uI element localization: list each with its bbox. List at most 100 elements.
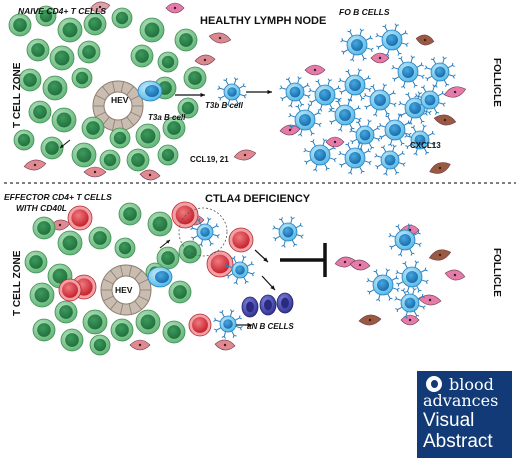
stromal-cell [443, 86, 467, 98]
naive-t-cell [81, 116, 105, 140]
migration-arrow [236, 322, 252, 328]
naive-cd4-label: NAIVE CD4+ T CELLS [18, 6, 106, 16]
fo-b-cell [338, 68, 372, 102]
naive-t-cell [83, 12, 107, 36]
an-b-cell [276, 292, 294, 314]
fo-b-cell [375, 23, 409, 57]
t3a-b-cell-bottom [147, 266, 173, 288]
stromal-cell [325, 136, 345, 148]
effector-t-cell [67, 205, 93, 231]
logo-text-blood: blood [449, 375, 494, 394]
stromal-cell [415, 34, 435, 46]
effector-t-cell [206, 250, 234, 278]
stromal-cell [165, 2, 185, 14]
naive-t-cell [8, 13, 32, 37]
naive-t-cell [54, 300, 78, 324]
naive-t-cell [26, 38, 50, 62]
fo-b-cell [404, 124, 436, 156]
stromal-cell [304, 64, 326, 76]
with-cd40l-label: WITH CD40L [16, 203, 67, 213]
an-b-cell [259, 294, 277, 316]
naive-t-cell [49, 45, 75, 71]
naive-t-cell [135, 309, 161, 335]
naive-t-cell [162, 320, 186, 344]
follicle-label-top: FOLLICLE [491, 58, 502, 107]
hev-label-bottom: HEV [115, 285, 133, 295]
stromal-cell [433, 114, 457, 126]
naive-t-cell [60, 328, 84, 352]
follicle-label-bottom: FOLLICLE [491, 248, 502, 297]
naive-t-cell [174, 28, 198, 52]
an-b-cells-label: aN B CELLS [247, 322, 294, 331]
stromal-cell [214, 339, 236, 351]
stromal-cell [129, 339, 151, 351]
fo-b-cell [363, 83, 397, 117]
fo-b-cell [424, 56, 456, 88]
naive-t-cell [110, 318, 134, 342]
fo-b-cell [328, 98, 362, 132]
naive-t-cell [42, 75, 68, 101]
naive-t-cell [13, 129, 35, 151]
healthy-lymph-node-title: HEALTHY LYMPH NODE [200, 15, 326, 27]
naive-t-cell [71, 142, 97, 168]
naive-t-cell [147, 211, 173, 237]
an-b-cell [241, 296, 259, 318]
naive-t-cell [183, 66, 207, 90]
naive-t-cell [139, 17, 165, 43]
hev-label-top: HEV [111, 95, 129, 105]
t3a-b-cell-label: T3a B cell [148, 113, 186, 122]
naive-t-cell [82, 309, 108, 335]
logo-text-visual: Visual [423, 410, 475, 431]
stromal-cell [444, 269, 466, 281]
t-cell-zone-label-bottom: T CELL ZONE [12, 250, 23, 316]
contact-zone [178, 207, 228, 257]
stromal-cell [334, 256, 356, 268]
cells-layer [8, 5, 456, 356]
fo-b-cell [225, 255, 255, 285]
naive-t-cell [114, 237, 136, 259]
naive-t-cell [168, 280, 192, 304]
naive-t-cell [126, 148, 150, 172]
stromal-cell [208, 32, 232, 44]
naive-t-cell [32, 216, 56, 240]
effector-t-cell [188, 313, 212, 337]
migration-arrow [261, 275, 276, 291]
naive-t-cell [99, 149, 121, 171]
t-cell-zone-label-top: T CELL ZONE [12, 62, 23, 128]
naive-t-cell [177, 97, 199, 119]
fo-b-cell [395, 260, 429, 294]
t3a-b-cell [137, 80, 163, 102]
arrows-layer [59, 89, 327, 328]
naive-t-cell [109, 127, 131, 149]
naive-t-cell [71, 67, 93, 89]
blood-drop-icon [426, 376, 442, 392]
effector-t-cell [228, 227, 254, 253]
ccl19-21-label: CCL19, 21 [190, 155, 229, 164]
fo-b-cell [414, 84, 446, 116]
stromal-cell [233, 149, 257, 161]
naive-t-cell [77, 40, 101, 64]
naive-t-cell [24, 250, 48, 274]
naive-t-cell [18, 68, 42, 92]
naive-t-cell [89, 334, 111, 356]
stromal-cells-layer [23, 1, 467, 351]
naive-t-cell [28, 100, 52, 124]
naive-t-cell [29, 282, 55, 308]
stromal-cell [349, 259, 371, 271]
effector-t-cell [171, 201, 199, 229]
stromal-cell [89, 1, 111, 13]
naive-t-cell [157, 51, 179, 73]
stromal-cell [429, 162, 451, 174]
stromal-cell [400, 314, 420, 326]
logo-text-abstract: Abstract [423, 431, 493, 452]
stromal-cell [194, 54, 216, 66]
fo-b-cell [394, 287, 426, 319]
naive-t-cell [130, 44, 154, 68]
migration-arrow [254, 249, 269, 263]
hev-layer [92, 80, 152, 316]
hev-vessel [92, 80, 144, 132]
fo-b-cell [340, 28, 374, 62]
naive-t-cell [178, 240, 202, 264]
fo-b-cell [279, 76, 311, 108]
